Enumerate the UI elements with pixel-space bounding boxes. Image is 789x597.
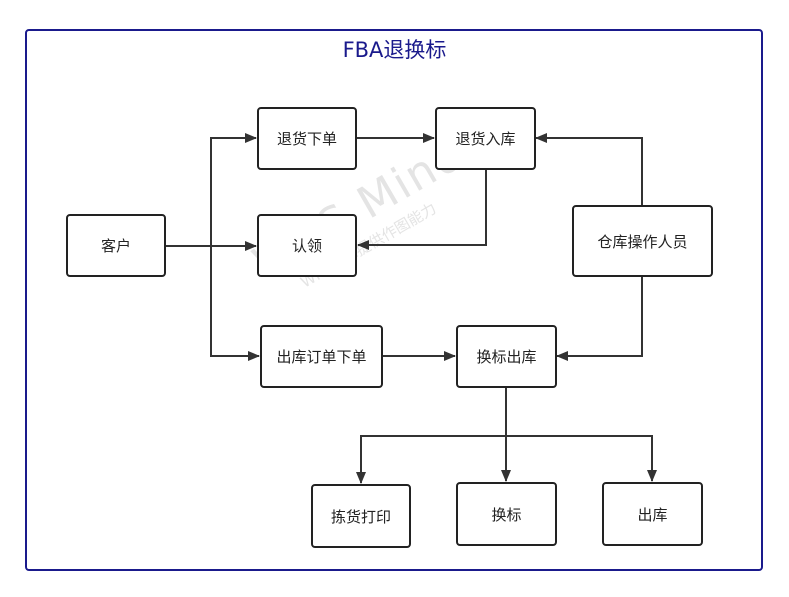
node-return-order: 退货下单 (257, 107, 357, 170)
edge-return-inbound-to-claim (357, 169, 487, 250)
node-customer: 客户 (66, 214, 166, 277)
edge-customer-to-return-order (165, 133, 257, 247)
edge-relabel-outbound-to-outbound (506, 435, 657, 482)
edge-customer-to-outbound-order (210, 246, 260, 361)
node-outbound: 出库 (602, 482, 703, 546)
node-relabel-outbound: 换标出库 (456, 325, 557, 388)
node-claim: 认领 (257, 214, 357, 277)
edge-staff-to-relabel-outbound (556, 277, 643, 361)
node-warehouse-staff: 仓库操作人员 (572, 205, 713, 277)
node-outbound-order: 出库订单下单 (260, 325, 383, 388)
diagram-title: FBA退换标 (342, 38, 447, 62)
edge-staff-to-return-inbound (535, 133, 643, 205)
node-relabel: 换标 (456, 482, 557, 546)
diagram-frame (25, 29, 763, 571)
edge-relabel-outbound-to-pick-print (356, 388, 507, 484)
node-pick-print: 拣货打印 (311, 484, 411, 548)
node-return-inbound: 退货入库 (435, 107, 536, 170)
